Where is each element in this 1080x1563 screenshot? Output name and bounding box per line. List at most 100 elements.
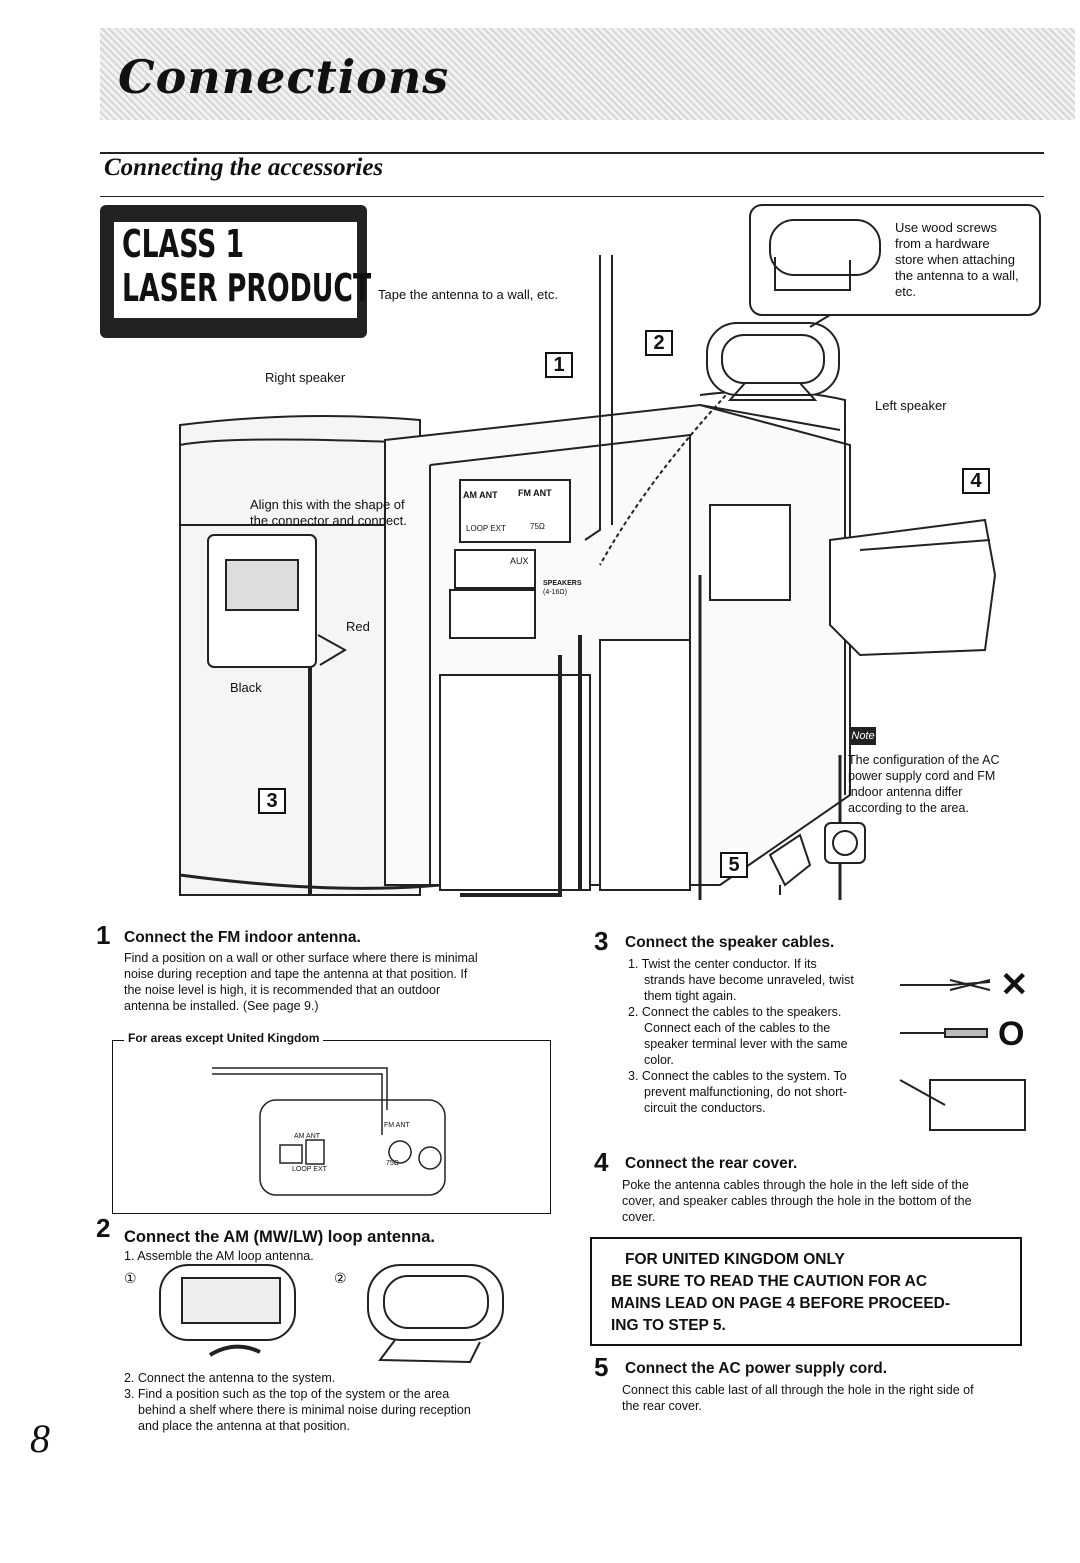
diagram-step-3: 3: [258, 788, 286, 814]
step-3-line-5: Connect each of the cables to the: [644, 1021, 831, 1035]
step-2-rest: 2. Connect the antenna to the system. 3.…: [124, 1370, 471, 1434]
screws-line-1: Use wood screws: [895, 220, 997, 235]
areas-inset: [112, 1040, 551, 1214]
section-subtitle: Connecting the accessories: [104, 154, 384, 181]
step-5-title: Connect the AC power supply cord.: [625, 1360, 888, 1377]
top-rule: [100, 152, 1044, 154]
step-4-line-3: cover.: [622, 1210, 656, 1224]
diagram-step-2: 2: [645, 330, 673, 356]
bad-cable-mark: ✕: [1000, 966, 1029, 1004]
step-1-line-2: noise during reception and tape the ante…: [124, 967, 468, 981]
step-1-line-1: Find a position on a wall or other surfa…: [124, 951, 478, 965]
step-4-body: Poke the antenna cables through the hole…: [622, 1177, 972, 1225]
step-3-line-1: 1. Twist the center conductor. If its: [628, 957, 817, 971]
screws-label: Use wood screws from a hardware store wh…: [895, 220, 1019, 300]
step-3-line-7: color.: [644, 1053, 674, 1067]
diagram-step-4: 4: [962, 468, 990, 494]
step-4-line-2: cover, and speaker cables through the ho…: [622, 1194, 972, 1208]
step-3-line-4: 2. Connect the cables to the speakers.: [628, 1005, 842, 1019]
step-3-title: Connect the speaker cables.: [625, 934, 835, 951]
screws-line-2: from a hardware: [895, 236, 990, 251]
step-2-number: 2: [96, 1213, 111, 1243]
note-badge: Note: [850, 727, 876, 745]
right-speaker-label: Right speaker: [265, 370, 346, 385]
connection-diagram: [179, 204, 1041, 900]
areas-label: For areas except United Kingdom: [124, 1031, 324, 1045]
step-2-item-3: 3. Find a position such as the top of th…: [124, 1387, 450, 1401]
align-line-2: the connector and connect.: [250, 513, 407, 528]
step-3-number: 3: [594, 926, 609, 956]
note-line-3: indoor antenna differ: [848, 785, 963, 799]
step-4-number: 4: [594, 1147, 609, 1177]
step-2-circ-2: ②: [334, 1270, 347, 1286]
subtitle-rule: [100, 196, 1044, 197]
step-4-line-1: Poke the antenna cables through the hole…: [622, 1178, 969, 1192]
cable-drawing: [899, 979, 1026, 1131]
panel-speakers: SPEAKERS: [543, 580, 582, 587]
step-3-line-6: speaker terminal lever with the same: [644, 1037, 848, 1051]
step-5-number: 5: [594, 1352, 609, 1382]
align-label: Align this with the shape of the connect…: [250, 497, 407, 529]
note-line-2: power supply cord and FM: [848, 769, 996, 783]
step-3-line-9: prevent malfunctioning, do not short-: [644, 1085, 847, 1099]
inset-ohm: 75Ω: [386, 1160, 400, 1167]
note-text: The configuration of the AC power supply…: [848, 752, 999, 816]
fm-inset-drawing: [212, 1067, 446, 1196]
page-number: 8: [30, 1416, 50, 1461]
step-3-line-10: circuit the conductors.: [644, 1101, 766, 1115]
step-1-line-3: the noise level is high, it is recommend…: [124, 983, 441, 997]
step-2-title: Connect the AM (MW/LW) loop antenna.: [124, 1228, 436, 1246]
inset-fm-ant: FM ANT: [384, 1122, 410, 1129]
uk-line-2: BE SURE TO READ THE CAUTION FOR AC: [611, 1273, 928, 1290]
screws-line-5: etc.: [895, 284, 916, 299]
uk-caution-box: [590, 1237, 1022, 1346]
diagram-step-5: 5: [720, 852, 748, 878]
panel-am-ant: AM ANT: [463, 490, 498, 500]
uk-line-4: ING TO STEP 5.: [611, 1317, 726, 1334]
laser-label-inner: [112, 220, 359, 320]
laser-label-text: CLASS 1 LASER PRODUCT: [122, 222, 371, 310]
step-5-line-1: Connect this cable last of all through t…: [622, 1383, 974, 1397]
left-speaker-label: Left speaker: [875, 398, 947, 413]
step-5-line-2: the rear cover.: [622, 1399, 702, 1413]
am-antenna-drawing: [159, 1264, 504, 1364]
page-title: Connections: [118, 50, 450, 104]
step-1-line-4: antenna be installed. (See page 9.): [124, 999, 319, 1013]
step-3-line-3: them tight again.: [644, 989, 737, 1003]
step-2-item-2: 2. Connect the antenna to the system.: [124, 1371, 336, 1385]
step-2-circ-1: ①: [124, 1270, 137, 1286]
laser-line-1: CLASS 1: [122, 222, 245, 266]
panel-fm-ant: FM ANT: [518, 488, 552, 498]
panel-loop-ext: LOOP EXT: [466, 524, 506, 533]
step-3-body: 1. Twist the center conductor. If its st…: [628, 956, 898, 1116]
step-2-item-3b: behind a shelf where there is minimal no…: [138, 1403, 471, 1417]
step-3-line-8: 3. Connect the cables to the system. To: [628, 1069, 847, 1083]
step-3-line-2: strands have become unraveled, twist: [644, 973, 854, 987]
step-2-item-3c: and place the antenna at that position.: [138, 1419, 350, 1433]
tape-label: Tape the antenna to a wall, etc.: [378, 287, 558, 302]
black-label: Black: [230, 680, 262, 695]
uk-line-1: FOR UNITED KINGDOM ONLY: [625, 1251, 845, 1268]
screws-line-3: store when attaching: [895, 252, 1015, 267]
good-cable-mark: O: [998, 1015, 1025, 1053]
inset-loop-ext: LOOP EXT: [292, 1166, 327, 1173]
step-1-number: 1: [96, 920, 111, 950]
laser-line-2: LASER PRODUCT: [122, 266, 372, 310]
step-4-title: Connect the rear cover.: [625, 1155, 798, 1172]
panel-aux: AUX: [510, 556, 529, 566]
note-line-4: according to the area.: [848, 801, 969, 815]
align-line-1: Align this with the shape of: [250, 497, 405, 512]
red-label: Red: [346, 619, 370, 634]
step-1-body: Find a position on a wall or other surfa…: [124, 950, 478, 1014]
panel-speakers-ohm: (4-16Ω): [543, 589, 567, 596]
step-2-item-1: 1. Assemble the AM loop antenna.: [124, 1249, 314, 1263]
diagram-step-1: 1: [545, 352, 573, 378]
step-1-title: Connect the FM indoor antenna.: [124, 929, 361, 946]
screws-line-4: the antenna to a wall,: [895, 268, 1019, 283]
inset-am-ant: AM ANT: [294, 1133, 321, 1140]
note-line-1: The configuration of the AC: [848, 753, 1000, 767]
step-5-body: Connect this cable last of all through t…: [622, 1382, 974, 1414]
panel-ohm: 75Ω: [530, 522, 545, 531]
uk-line-3: MAINS LEAD ON PAGE 4 BEFORE PROCEED-: [611, 1295, 951, 1312]
header-banner: [100, 28, 1075, 120]
